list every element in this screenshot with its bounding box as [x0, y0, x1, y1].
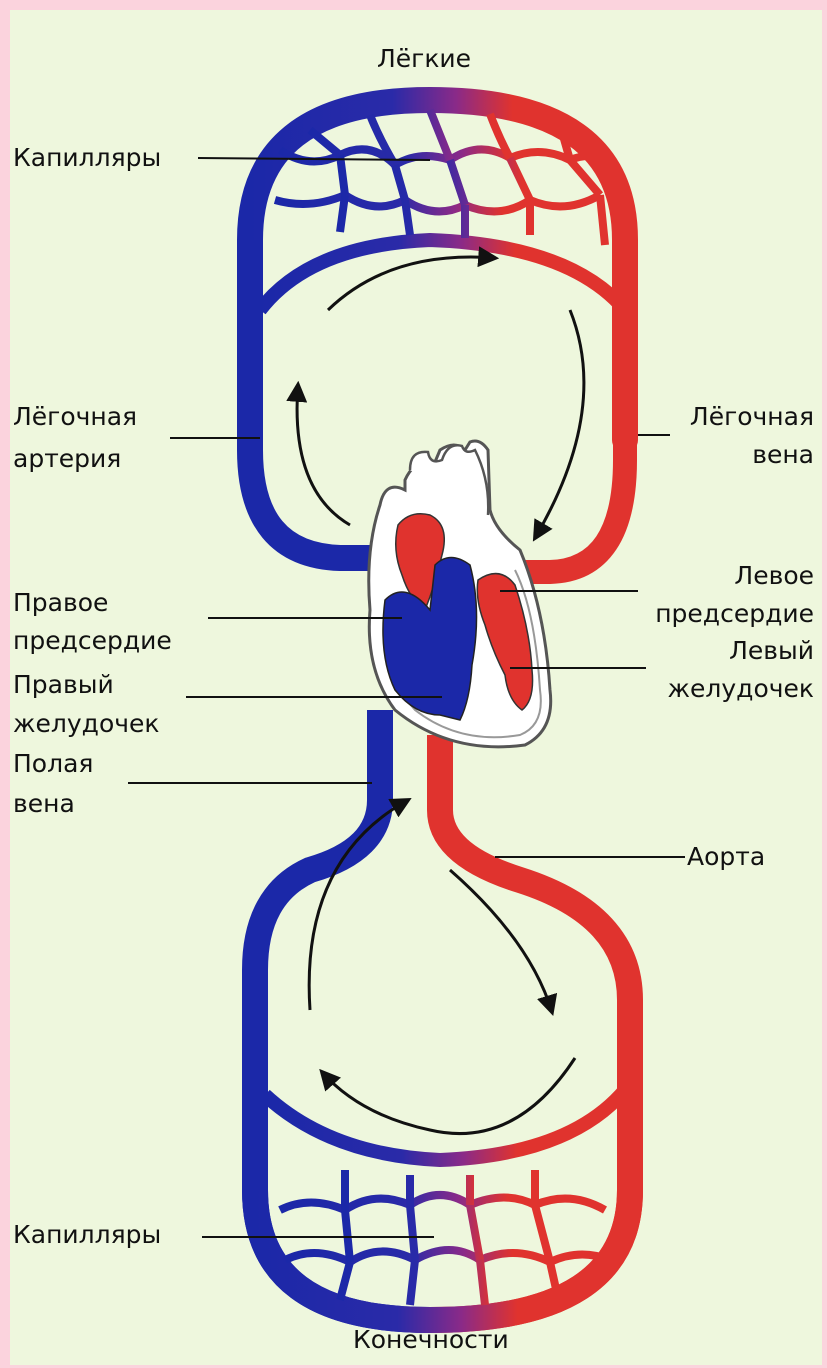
arrow-lung-top — [328, 257, 495, 310]
label-capillaries-bottom: Капилляры — [13, 1218, 161, 1252]
aorta-vessel — [430, 735, 630, 1320]
label-aorta: Аорта — [687, 840, 765, 874]
label-pulmonary-vein-1: Лёгочная — [690, 400, 814, 434]
label-right-atrium-1: Правое — [13, 586, 108, 620]
lung-inner-vessel — [260, 240, 625, 310]
lungs-title: Лёгкие — [377, 42, 471, 76]
diagram-canvas: Лёгкие Конечности Капилляры Лёгочная арт… — [10, 10, 822, 1365]
label-pulmonary-artery-2: артерия — [13, 442, 121, 476]
limbs-title: Конечности — [353, 1323, 509, 1357]
label-left-atrium-1: Левое — [734, 559, 814, 593]
pulmonary-artery-vessel — [250, 240, 382, 558]
label-right-ventricle-1: Правый — [13, 668, 114, 702]
arrow-lung-left — [297, 385, 350, 525]
label-left-ventricle-1: Левый — [729, 634, 814, 668]
label-right-atrium-2: предсердие — [13, 624, 172, 658]
label-pulmonary-vein-2: вена — [752, 438, 814, 472]
label-pulmonary-artery-1: Лёгочная — [13, 400, 137, 434]
label-right-ventricle-2: желудочек — [13, 707, 160, 741]
label-capillaries-top: Капилляры — [13, 141, 161, 175]
arrow-lung-right — [535, 310, 584, 538]
label-left-atrium-2: предсердие — [655, 597, 814, 631]
leader-lines — [128, 158, 685, 1237]
label-left-ventricle-2: желудочек — [667, 672, 814, 706]
label-vena-cava-2: вена — [13, 787, 75, 821]
heart — [369, 441, 551, 747]
limb-inner-vessel — [265, 1090, 625, 1160]
label-vena-cava-1: Полая — [13, 747, 93, 781]
arrow-body-bottom — [322, 1058, 575, 1134]
systemic-circuit — [255, 710, 630, 1320]
